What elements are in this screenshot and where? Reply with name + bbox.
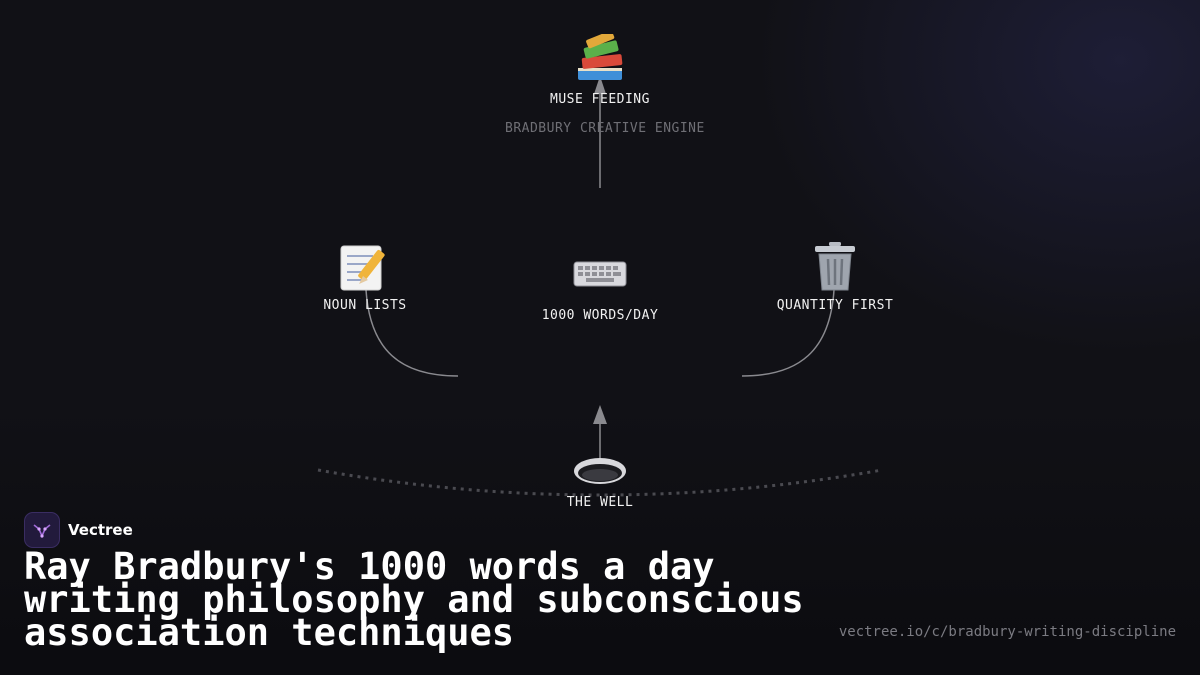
node-muse-feeding: MUSE FEEDING: [540, 34, 660, 107]
brand: Vectree: [24, 512, 133, 548]
vectree-logo-icon: [24, 512, 60, 548]
node-the-well: THE WELL: [540, 456, 660, 510]
memo-icon: [340, 245, 385, 291]
source-url[interactable]: vectree.io/c/bradbury-writing-discipline: [838, 624, 1176, 640]
node-label-1000-words-day: 1000 WORDS/DAY: [541, 308, 659, 323]
books-icon: [578, 34, 623, 80]
trash-can-icon: [815, 242, 855, 291]
node-label-the-well: THE WELL: [566, 495, 634, 510]
top-arrow-head: [594, 76, 606, 94]
right-connector-curve: [741, 289, 835, 377]
left-connector-curve: [365, 289, 459, 377]
node-label-noun-lists: NOUN LISTS: [323, 298, 407, 313]
node-label-muse-feeding: MUSE FEEDING: [550, 92, 650, 107]
keyboard-icon: [573, 261, 627, 287]
node-noun-lists: NOUN LISTS: [305, 240, 425, 313]
diagram-title: BRADBURY CREATIVE ENGINE: [505, 121, 705, 136]
node-1000-words-day: 1000 WORDS/DAY: [530, 256, 670, 323]
node-quantity-first: QUANTITY FIRST: [770, 240, 900, 313]
bottom-arrow-head: [593, 405, 607, 424]
node-label-quantity-first: QUANTITY FIRST: [776, 298, 894, 313]
brand-name: Vectree: [68, 521, 133, 539]
well-icon: [574, 458, 626, 484]
headline: Ray Bradbury's 1000 words a day writing …: [24, 545, 804, 654]
